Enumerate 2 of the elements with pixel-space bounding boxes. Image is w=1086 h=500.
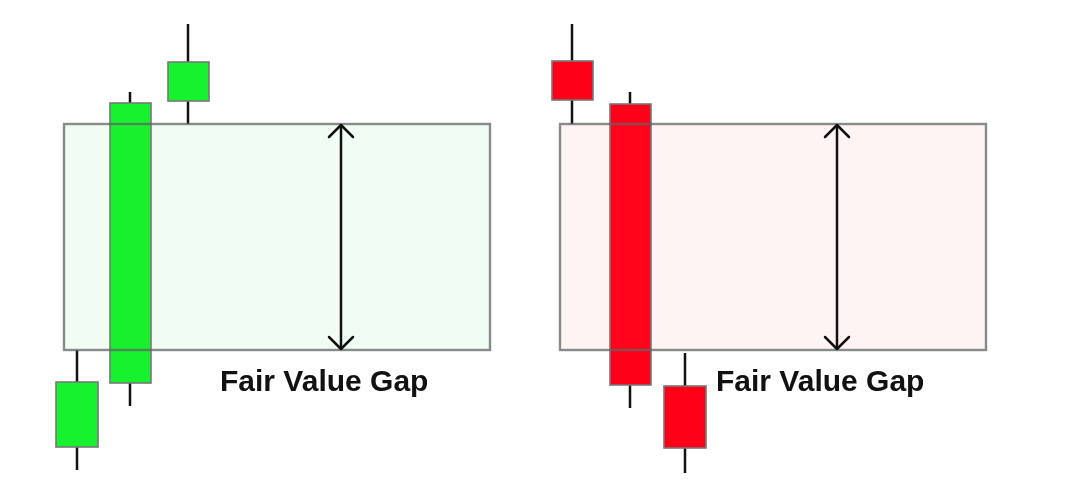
gap-label: Fair Value Gap	[220, 366, 429, 396]
gap-label: Fair Value Gap	[716, 366, 925, 396]
